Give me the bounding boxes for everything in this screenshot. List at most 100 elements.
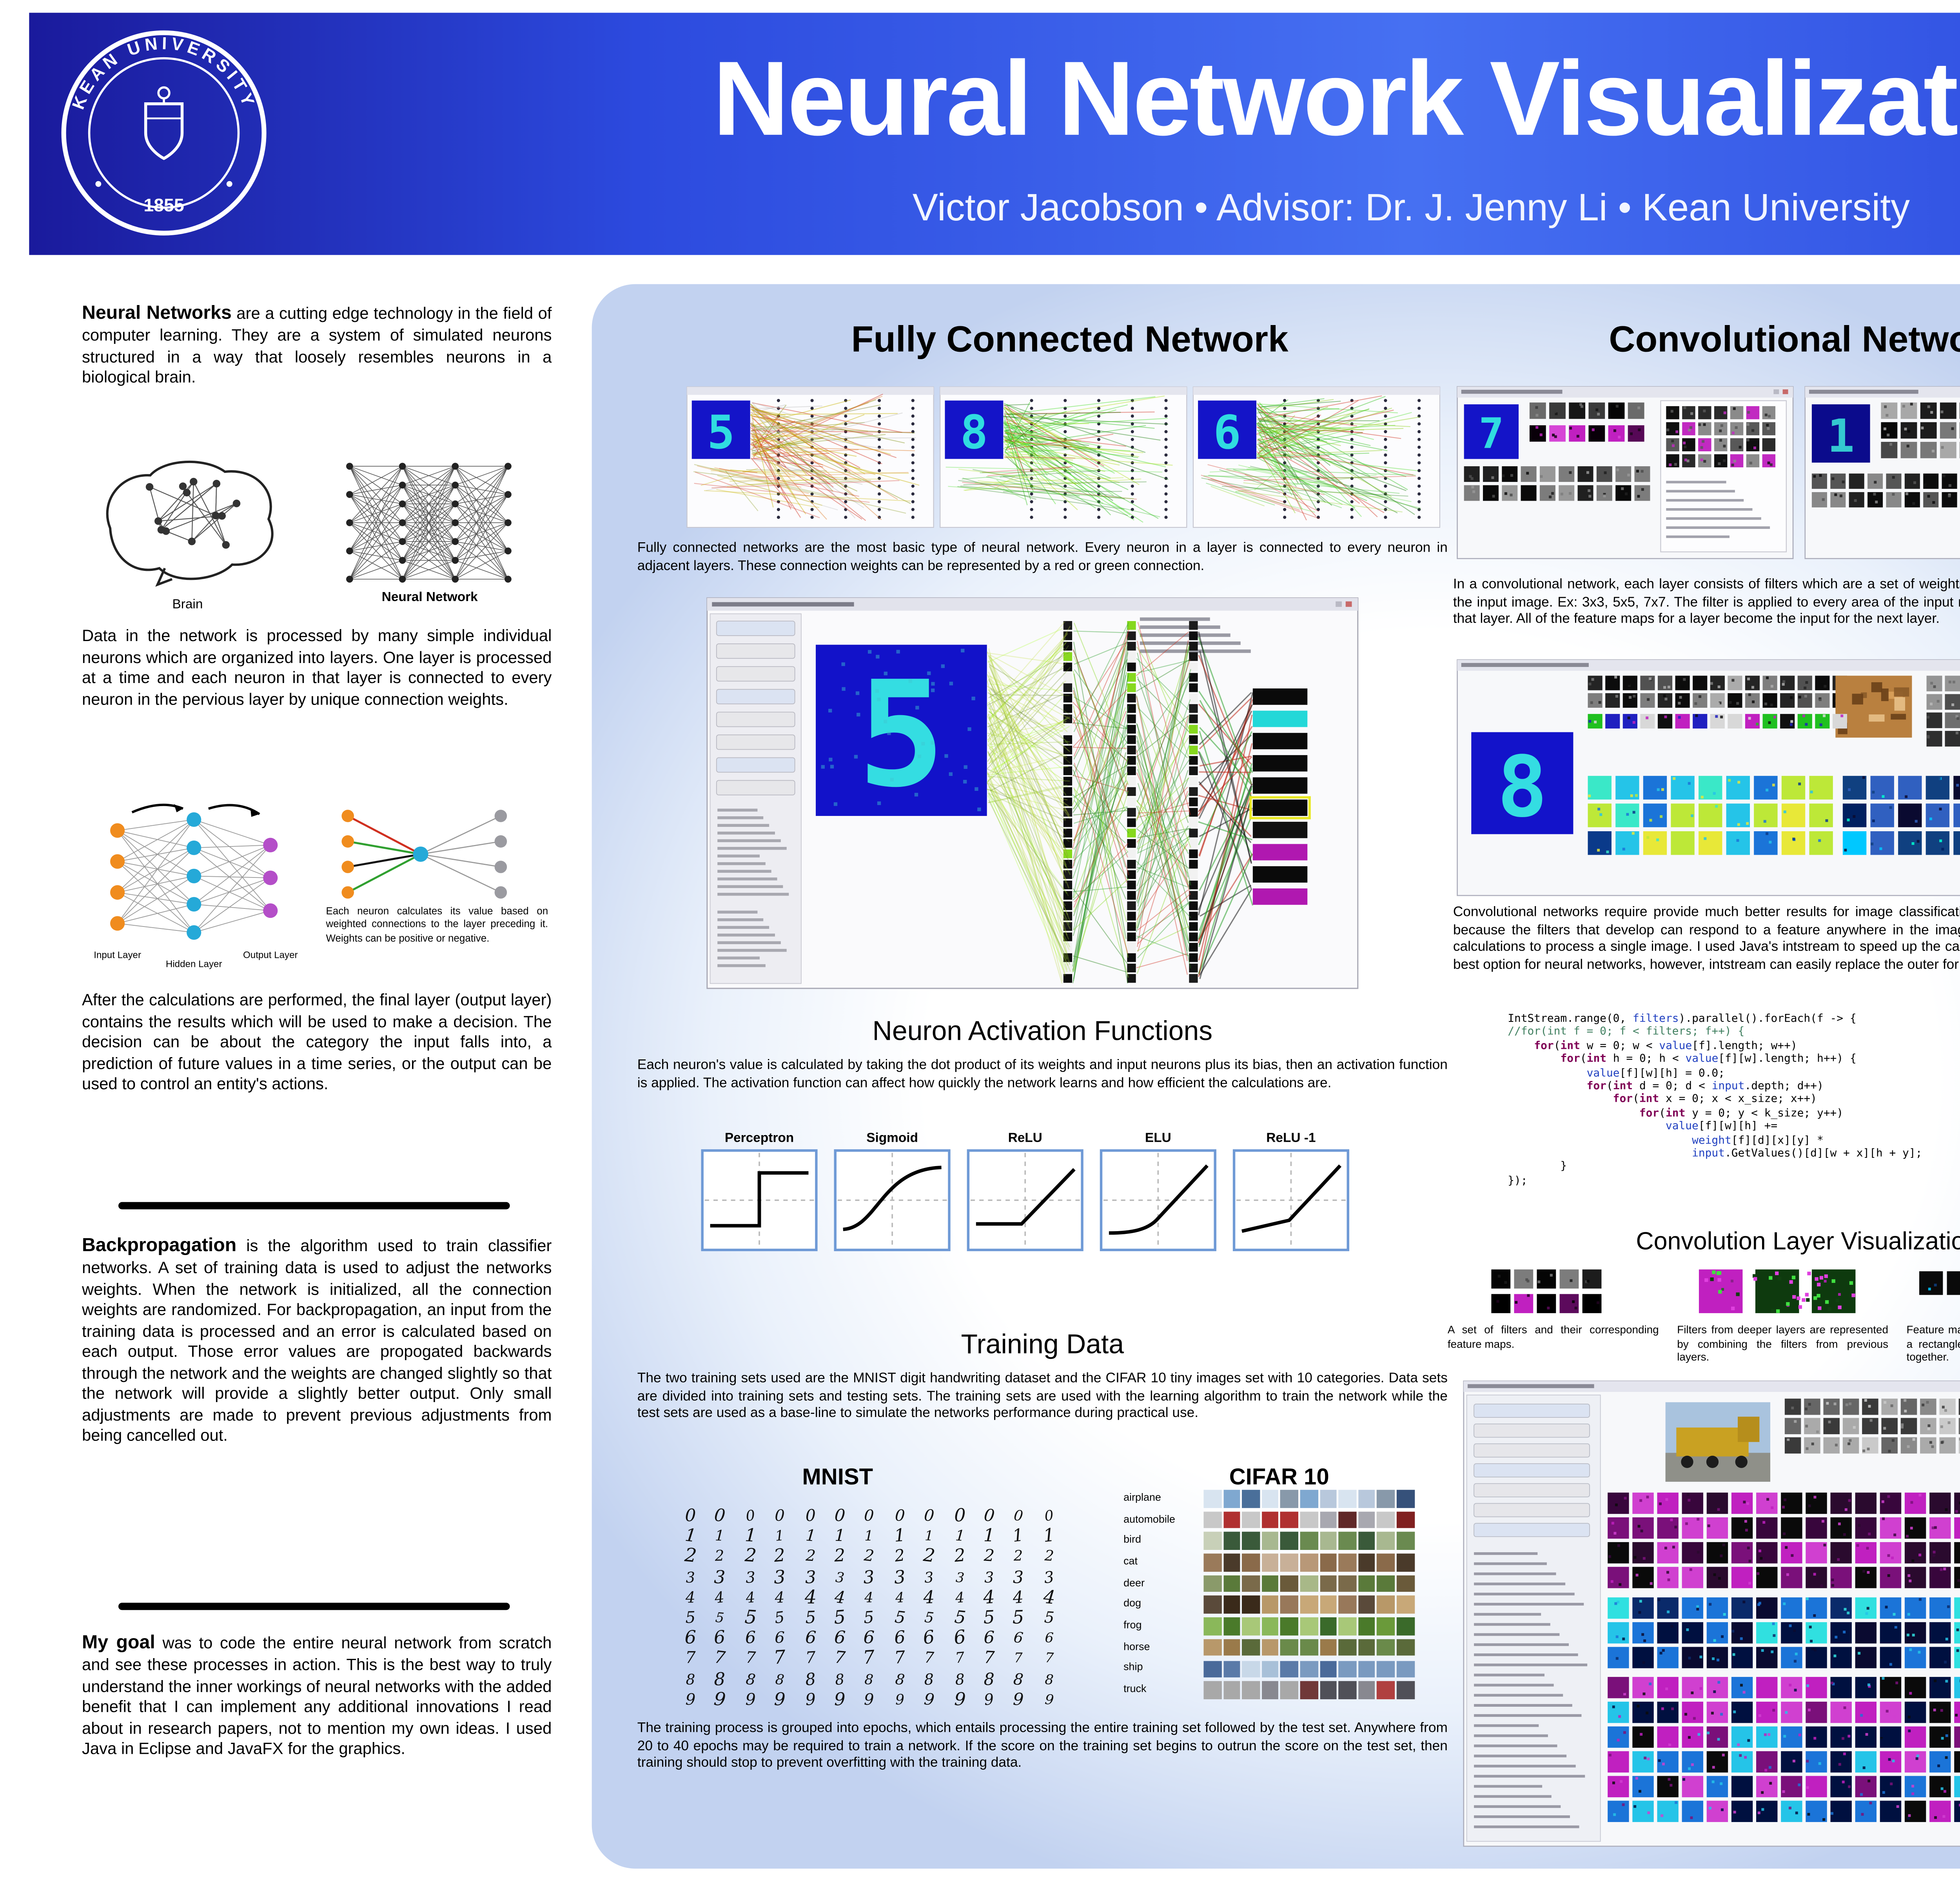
relu-plot (967, 1149, 1083, 1252)
pooling-feature-maps-image (1919, 1271, 1960, 1295)
activation-elu: ELU (1100, 1129, 1216, 1260)
fc-screenshot-strip: 5 8 6 (686, 384, 1441, 530)
kean-university-seal: KEAN UNIVERSITY 1855 (61, 30, 267, 236)
relu-1-plot (1232, 1149, 1350, 1252)
cifar-image-strip (1203, 1681, 1416, 1699)
neural-network-diagram (346, 463, 512, 583)
cifar-category-label: ship (1123, 1663, 1143, 1675)
divider (118, 1202, 510, 1209)
svg-text:5: 5 (857, 650, 945, 819)
svg-text:7: 7 (1479, 410, 1504, 458)
cifar-category-label: automobile (1123, 1514, 1175, 1526)
poster-subtitle: Victor Jacobson • Advisor: Dr. J. Jenny … (912, 187, 1910, 230)
intro-text: are a cutting edge technology in the fie… (82, 304, 552, 387)
activation-relu1: ReLU -1 (1232, 1129, 1350, 1260)
cifar-row: automobile (1123, 1509, 1442, 1530)
layers-paragraph: Data in the network is processed by many… (82, 626, 552, 708)
cifar-row: truck (1123, 1680, 1442, 1701)
divider (118, 1602, 510, 1609)
conv-screenshot-2: 1 (1804, 386, 1960, 560)
activation-label: ELU (1145, 1129, 1171, 1146)
conv-caption-1: In a convolutional network, each layer c… (1453, 575, 1960, 627)
backpropagation-text: is the algorithm used to train classifie… (82, 1237, 552, 1445)
cifar-image-strip (1203, 1511, 1416, 1529)
center-panel: Fully Connected Network 5 8 6 Fully conn… (592, 284, 1960, 1869)
cifar-category-label: horse (1123, 1642, 1150, 1653)
poster-header: KEAN UNIVERSITY 1855 Neural Network Visu… (29, 13, 1960, 255)
brain-diagram (106, 460, 274, 587)
output-layer-paragraph: After the calculations are performed, th… (82, 990, 552, 1093)
activation-text: Each neuron's value is calculated by tak… (637, 1056, 1448, 1091)
seal-year: 1855 (143, 195, 184, 215)
deep-filters-image (1699, 1269, 1856, 1313)
seal-shield-icon (144, 102, 184, 160)
activation-relu: ReLU (967, 1129, 1083, 1260)
cifar-image-strip (1203, 1617, 1416, 1635)
fc-caption: Fully connected networks are the most ba… (637, 539, 1448, 573)
conv-caption-2: Convolutional networks require provide m… (1453, 903, 1960, 973)
cifar-category-label: deer (1123, 1578, 1145, 1590)
perceptron-plot (701, 1149, 818, 1252)
viz-caption: Feature maps with pooling are represente… (1906, 1326, 1960, 1364)
cifar-row: dog (1123, 1595, 1442, 1616)
cifar-category-label: airplane (1123, 1493, 1161, 1504)
epoch-text: The training process is grouped into epo… (637, 1719, 1448, 1771)
activation-label: Perceptron (724, 1129, 794, 1146)
activation-plots: Perceptron Sigmoid ReLU (701, 1129, 1350, 1260)
viz-group-pooling: Feature maps with pooling are represente… (1906, 1268, 1960, 1367)
cifar-sample-table: airplane automobile bird cat deer dog fr… (1123, 1488, 1442, 1701)
conv-viz-row: A set of filters and their corresponding… (1448, 1268, 1960, 1367)
conv-viz-heading: Convolution Layer Visualization (1636, 1227, 1960, 1255)
neural-network-label: Neural Network (381, 588, 478, 605)
svg-text:8: 8 (960, 405, 988, 459)
cifar-row: airplane (1123, 1488, 1442, 1509)
cifar-image-strip (1203, 1660, 1416, 1678)
elu-plot (1100, 1149, 1216, 1252)
input-layer-label: Input Layer (94, 950, 141, 960)
svg-text:1: 1 (1827, 410, 1855, 463)
goal-lead: My goal (82, 1633, 155, 1654)
layer-structure-diagram: Input Layer Hidden Layer Output Layer (94, 803, 298, 970)
backpropagation-lead: Backpropagation (82, 1237, 237, 1257)
conv-screenshot-1: 7 (1457, 386, 1794, 560)
cifar-image-strip (1203, 1553, 1416, 1571)
sigmoid-plot (834, 1149, 951, 1252)
cifar-image-strip (1203, 1490, 1416, 1508)
viz-group-deep-filters: Filters from deeper layers are represent… (1677, 1268, 1888, 1367)
cifar-image-strip (1203, 1596, 1416, 1614)
conv-screenshot-strip: 7 1 (1457, 386, 1960, 560)
filters-feature-maps-image (1491, 1269, 1602, 1313)
java-code-block: IntStream.range(0, filters).parallel().f… (1508, 1012, 1922, 1188)
output-layer-label: Output Layer (243, 950, 298, 960)
conv-truck-screenshot (1463, 1381, 1960, 1847)
cifar-category-label: bird (1123, 1535, 1141, 1547)
backpropagation-paragraph: Backpropagation is the algorithm used to… (82, 1235, 552, 1448)
intro-lead: Neural Networks (82, 304, 232, 324)
activation-label: Sigmoid (866, 1129, 918, 1146)
svg-text:8: 8 (1497, 739, 1548, 836)
cifar-image-strip (1203, 1532, 1416, 1550)
activation-label: ReLU (1008, 1129, 1042, 1146)
cifar-category-label: truck (1123, 1684, 1147, 1696)
neuron-calculation-diagram (341, 810, 507, 899)
poster-title: Neural Network Visualization (713, 40, 1960, 159)
viz-caption: Filters from deeper layers are represent… (1677, 1326, 1889, 1364)
cifar-row: horse (1123, 1637, 1442, 1658)
cifar-heading: CIFAR 10 (1229, 1464, 1329, 1490)
mnist-heading: MNIST (802, 1464, 873, 1490)
brain-label: Brain (172, 595, 203, 612)
cifar-category-label: cat (1123, 1557, 1138, 1568)
cifar-row: frog (1123, 1616, 1442, 1637)
fc-section-heading: Fully Connected Network (851, 320, 1289, 361)
brain-vs-network-figure: Brain Neural Network (82, 452, 552, 627)
cifar-image-strip (1203, 1575, 1416, 1593)
cifar-row: cat (1123, 1552, 1442, 1573)
cifar-category-label: dog (1123, 1599, 1141, 1611)
fc-app-screenshot: 5 (706, 597, 1359, 989)
fc-screenshot-2: 8 (940, 386, 1187, 528)
goal-paragraph: My goal was to code the entire neural ne… (82, 1632, 552, 1761)
viz-caption: A set of filters and their corresponding… (1447, 1326, 1659, 1351)
goal-text: was to code the entire neural network fr… (82, 1633, 552, 1758)
